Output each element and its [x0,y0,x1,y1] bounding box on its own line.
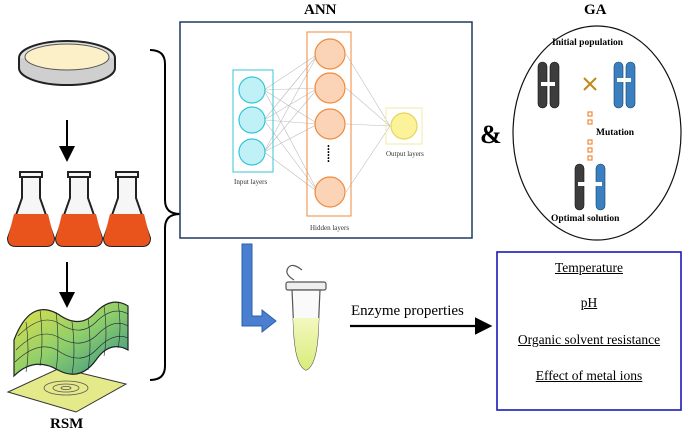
property-ph: pH [580,295,598,310]
properties-box [496,251,682,411]
left-brace [149,49,181,381]
ann-title: ANN [304,2,337,18]
mutation-label: Mutation [596,128,634,138]
rsm-surface-icon [6,301,129,413]
input-node [238,106,266,134]
blue-arrow-icon [241,243,277,334]
output-layer-box [385,107,423,145]
enzyme-properties-label: Enzyme properties [351,303,464,319]
mutation-dashes [587,111,593,161]
hidden-layers-label: Hidden layers [310,224,350,232]
property-temperature: Temperature [554,260,623,275]
hidden-ellipsis: ...... [324,144,339,163]
output-node [390,112,418,140]
optimal-solution-label: Optimal solution [551,214,620,224]
rsm-label: RSM [50,416,84,432]
hidden-node [314,108,346,140]
chromosome-pair-mixed-bottom-icon [574,163,606,211]
chromosome-pair-dark-top-icon [537,61,560,109]
hidden-node [314,72,346,104]
properties-list: Temperature pH Organic solvent resistanc… [495,252,683,410]
hidden-layer-box [306,31,352,217]
cross-icon [583,77,597,91]
output-layers-label: Output layers [386,150,424,158]
hidden-node [314,38,346,70]
input-layers-label: Input layers [234,178,268,186]
initial-population-label: Initial population [552,38,624,48]
ga-title: GA [584,2,607,18]
input-node [238,76,266,104]
chromosome-pair-blue-top-icon [613,61,636,109]
input-node [238,138,266,166]
petri-dish-icon [18,40,116,86]
flasks-icon [6,171,152,247]
property-metal-ions: Effect of metal ions [535,368,643,383]
microcentrifuge-tube-icon [285,264,327,371]
ampersand: & [480,120,502,149]
property-organic-solvent: Organic solvent resistance [517,332,661,347]
input-layer-box [232,69,274,173]
hidden-node [314,176,346,208]
